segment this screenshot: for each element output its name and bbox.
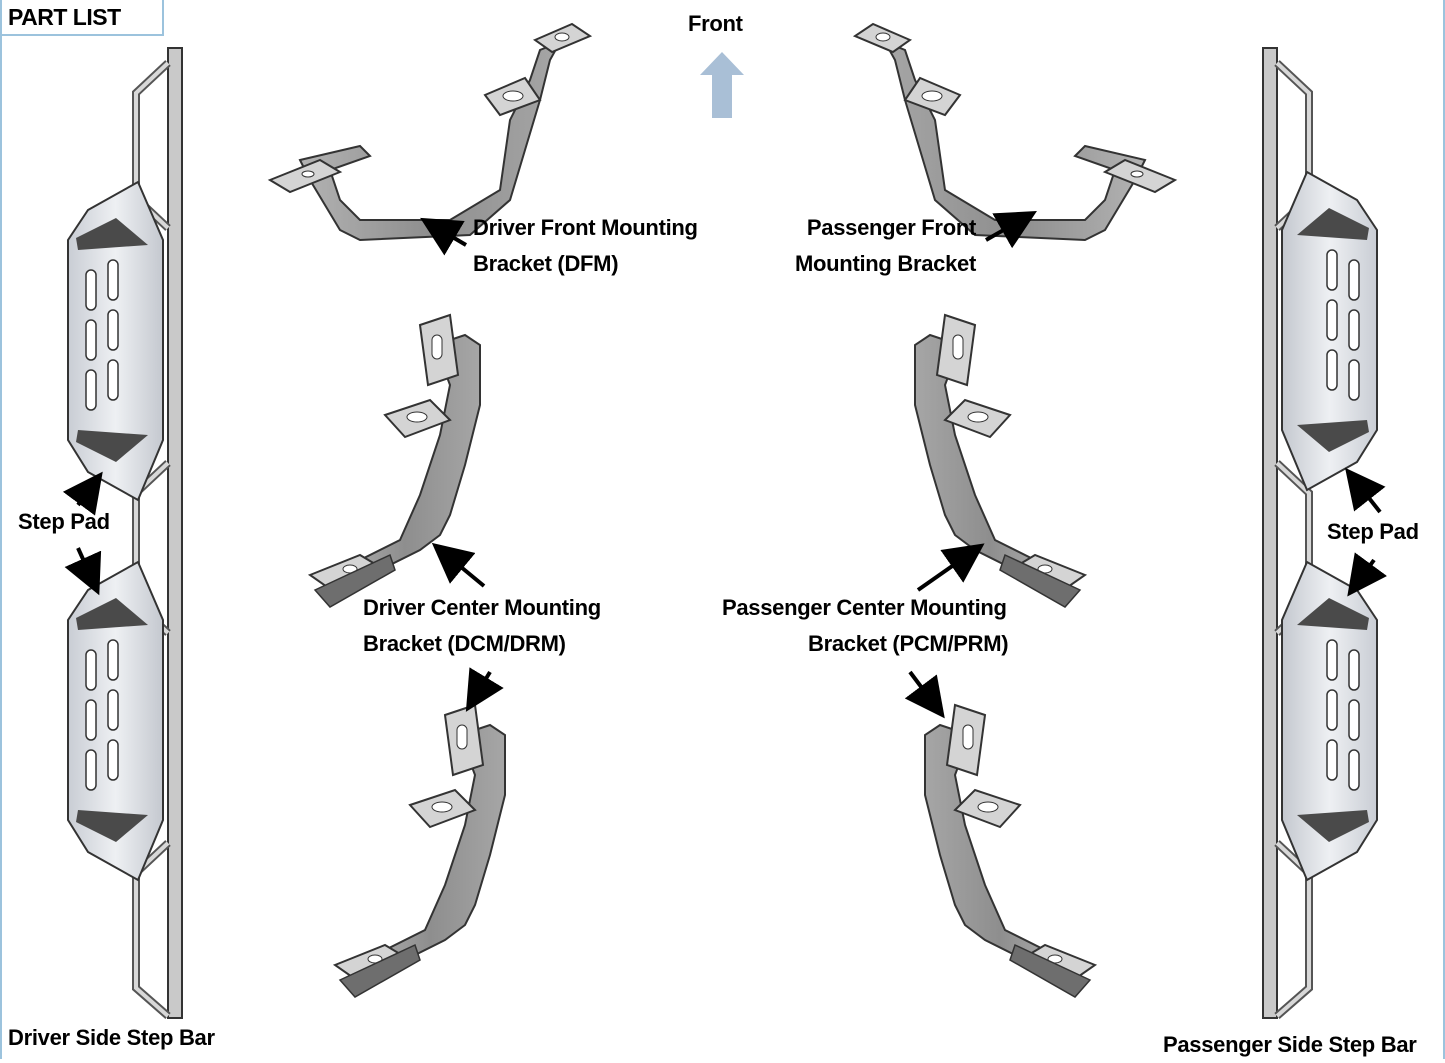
passenger-side-step-bar-label: Passenger Side Step Bar	[1163, 1032, 1417, 1057]
driver-rear-bracket	[334, 704, 506, 998]
arrow-dfm	[420, 217, 468, 256]
arrow-step-pad-right-top	[1345, 467, 1386, 514]
arrow-step-pad-right-bottom	[1347, 552, 1388, 597]
passenger-front-bracket	[854, 23, 1176, 241]
dcm-label: Driver Center Mounting Bracket (DCM/DRM)	[363, 590, 601, 662]
arrow-pfm	[985, 211, 1037, 249]
front-label: Front	[688, 11, 743, 36]
arrow-step-pad-left-top	[62, 471, 103, 516]
passenger-center-bracket	[914, 314, 1086, 608]
arrow-step-pad-left-bottom	[64, 547, 102, 596]
driver-front-bracket	[269, 23, 591, 241]
dcm-label-line1: Driver Center Mounting	[363, 595, 601, 620]
arrow-dcm	[431, 542, 486, 588]
pcm-label: Passenger Center Mounting Bracket (PCM/P…	[722, 590, 1009, 662]
driver-side-step-bar-label: Driver Side Step Bar	[8, 1025, 215, 1050]
pcm-label-line1: Passenger Center Mounting	[722, 595, 1007, 620]
pcm-label-line2: Bracket (PCM/PRM)	[808, 631, 1009, 656]
dfm-label-line1: Driver Front Mounting	[473, 215, 698, 240]
dfm-label: Driver Front Mounting Bracket (DFM)	[473, 210, 698, 282]
dcm-label-line2: Bracket (DCM/DRM)	[363, 631, 566, 656]
step-pad-right-label: Step Pad	[1327, 519, 1419, 544]
step-pad-left-label: Step Pad	[18, 509, 110, 534]
dfm-label-line2: Bracket (DFM)	[473, 251, 619, 276]
front-arrow-icon	[700, 52, 744, 118]
pfm-label: Passenger Front Mounting Bracket	[790, 210, 976, 282]
arrow-pcm	[916, 543, 985, 592]
part-list-tab: PART LIST	[0, 0, 164, 36]
arrow-drm	[465, 667, 504, 712]
pfm-label-line2: Mounting Bracket	[795, 251, 976, 276]
arrow-prm	[904, 670, 945, 719]
passenger-rear-bracket	[924, 704, 1096, 998]
pfm-label-line1: Passenger Front	[806, 215, 976, 240]
pointer-arrows	[62, 211, 1388, 719]
